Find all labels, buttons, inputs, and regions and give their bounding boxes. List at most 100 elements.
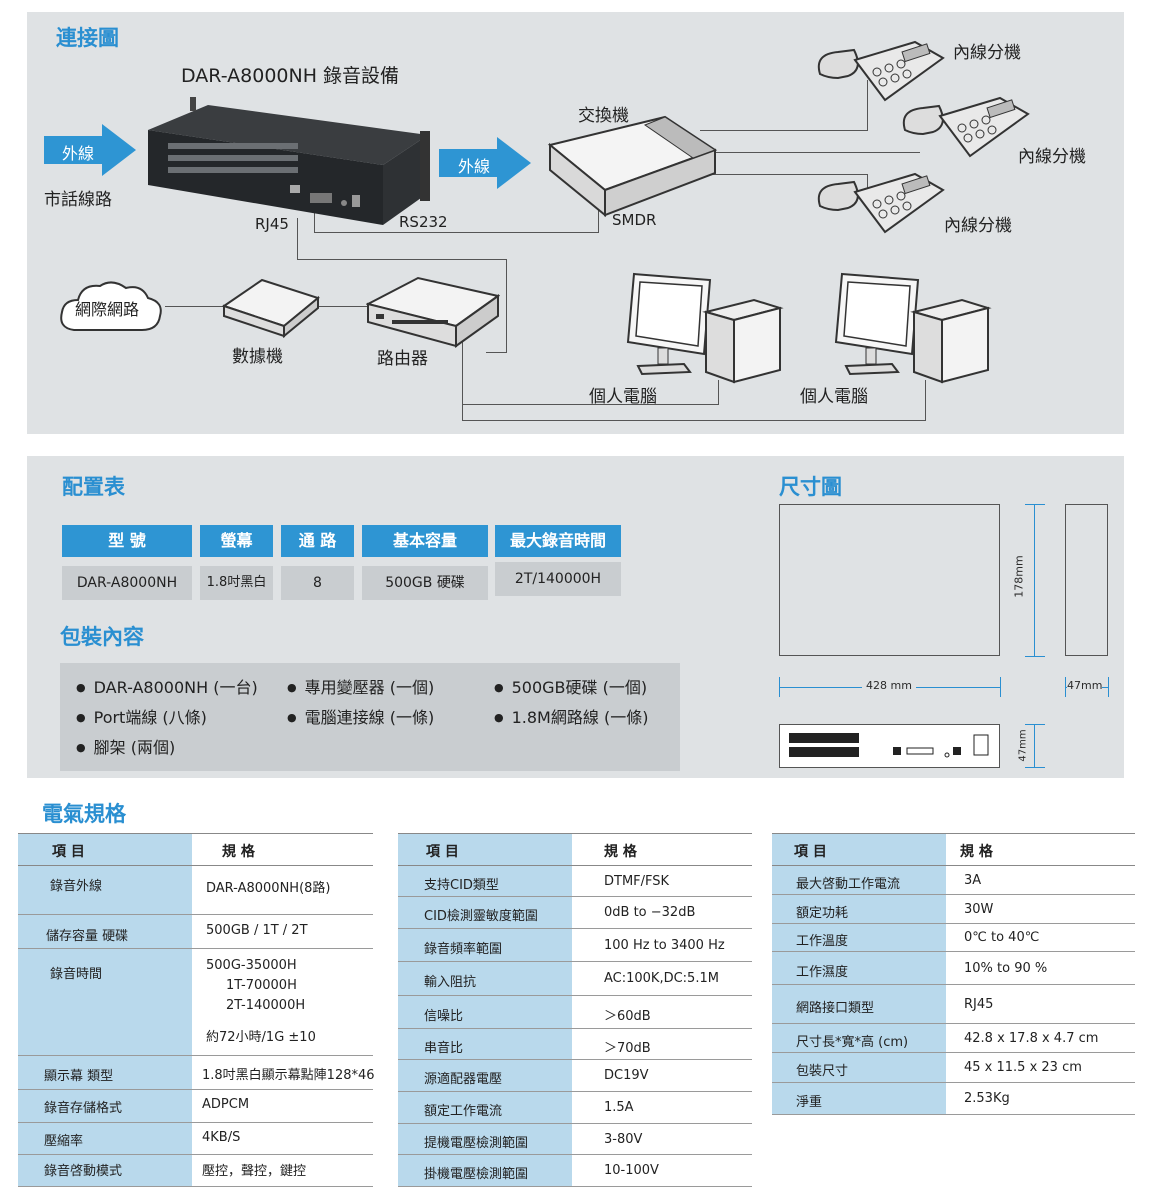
config-header-channels: 通 路	[281, 525, 354, 557]
wire-rj45-down	[297, 218, 298, 260]
outside-line-label-1: 外線	[62, 144, 95, 163]
package-title: 包裝內容	[60, 625, 144, 649]
spec-table-1-col-spec: 規 格	[222, 844, 255, 860]
spec-table-2-col-item: 項 目	[426, 844, 459, 860]
dimensions-side-view	[1065, 504, 1108, 656]
pc-label-2: 個人電腦	[800, 387, 868, 407]
spec-key: 壓縮率	[44, 1134, 84, 1149]
package-item: 電腦連接線 (一條)	[287, 704, 435, 728]
dimensions-side-label: 47mm	[1067, 679, 1103, 692]
pc-label-1: 個人電腦	[589, 387, 657, 407]
spec-key: 網路接口類型	[796, 1001, 875, 1016]
spec-table-3-col-spec: 規 格	[960, 844, 993, 860]
table-row	[398, 1029, 752, 1060]
pbx-label: 交換機	[578, 106, 629, 126]
router-icon	[365, 276, 501, 348]
pc-image-1	[624, 272, 784, 384]
table-row	[772, 1053, 1135, 1083]
spec-key: 源適配器電壓	[424, 1072, 503, 1087]
spec-value: DC19V	[604, 1068, 649, 1083]
table-row	[772, 866, 1135, 895]
internet-cloud	[56, 280, 168, 338]
config-value-max-time: 2T/140000H	[495, 562, 621, 596]
extension-label-3: 內線分機	[944, 216, 1012, 236]
spec-key: 輸入阻抗	[424, 975, 477, 990]
spec-value: 100 Hz to 3400 Hz	[604, 938, 725, 953]
front-panel-icon	[789, 733, 989, 758]
package-item: 腳架 (兩個)	[76, 734, 176, 758]
dimensions-height-bracket	[1020, 724, 1050, 768]
modem-image	[221, 276, 321, 339]
dimensions-depth-label: 178mm	[1012, 555, 1026, 598]
table-row	[772, 895, 1135, 924]
package-item: Port端線 (八條)	[76, 704, 207, 728]
table-row	[398, 1155, 752, 1187]
spec-value: ＞60dB	[604, 1009, 651, 1024]
table-row	[398, 1124, 752, 1155]
wire-pc1-up	[718, 380, 719, 405]
spec-table-1-col-item: 項 目	[52, 844, 85, 860]
wire-internet-modem	[165, 306, 225, 307]
spec-value: 45 x 11.5 x 23 cm	[964, 1060, 1082, 1075]
spec-key: 錄音存儲格式	[44, 1101, 123, 1116]
telephone-icon	[817, 172, 945, 234]
spec-key: 錄音啓動模式	[44, 1164, 123, 1179]
table-row	[18, 1090, 373, 1123]
arrow-right-icon	[44, 124, 136, 176]
telephone-icon	[902, 96, 1030, 158]
rj45-label: RJ45	[255, 215, 289, 233]
package-item: DAR-A8000NH (一台)	[76, 674, 258, 698]
electrical-title: 電氣規格	[42, 802, 126, 826]
pbx-image	[545, 115, 720, 220]
spec-key: 淨重	[796, 1095, 823, 1110]
wire-router-pc-down	[462, 340, 463, 421]
package-item: 500GB硬碟 (一個)	[494, 674, 648, 698]
table-row	[18, 1056, 373, 1090]
config-header-max-time: 最大錄音時間	[495, 525, 621, 557]
spec-value: 約72小時/1G ±10	[206, 1030, 316, 1045]
spec-value: 30W	[964, 902, 994, 917]
outside-line-label-2: 外線	[458, 157, 491, 176]
computer-icon	[834, 272, 992, 384]
pbx-icon	[547, 115, 718, 218]
spec-value: 2.53Kg	[964, 1091, 1010, 1106]
config-header-model: 型 號	[62, 525, 192, 557]
table-row	[18, 1123, 373, 1155]
wire-pbx-ext3	[705, 174, 868, 175]
table-row	[772, 1083, 1135, 1115]
wire-pc1-horizontal	[462, 404, 719, 405]
table-row	[398, 929, 752, 962]
dimensions-height-label: 47mm	[1017, 729, 1029, 762]
spec-key: 儲存容量 硬碟	[46, 929, 129, 944]
wire-pc-bottom	[462, 420, 926, 421]
table-row	[398, 1092, 752, 1124]
cloud-icon	[60, 281, 162, 331]
package-item: 1.8M網路線 (一條)	[494, 704, 649, 728]
wire-rs232-smdr	[314, 232, 598, 233]
spec-value: DTMF/FSK	[604, 874, 670, 889]
dimensions-depth-bracket	[1020, 504, 1050, 657]
config-title: 配置表	[62, 475, 125, 499]
config-value-screen: 1.8吋黑白	[200, 566, 273, 600]
spec-key: 錄音時間	[50, 967, 103, 982]
dimensions-title: 尺寸圖	[779, 475, 842, 499]
config-header-capacity: 基本容量	[362, 525, 488, 557]
wire-router-right	[486, 352, 507, 353]
spec-value: 3-80V	[604, 1132, 643, 1147]
spec-value: 42.8 x 17.8 x 4.7 cm	[964, 1031, 1099, 1046]
spec-value: AC:100K,DC:5.1M	[604, 971, 719, 986]
spec-value: 10% to 90 %	[964, 961, 1048, 976]
spec-value: 500GB / 1T / 2T	[206, 923, 308, 938]
spec-value: 0℃ to 40℃	[964, 930, 1040, 945]
spec-value: ADPCM	[202, 1097, 250, 1112]
extension-phone-1	[815, 38, 945, 108]
spec-value: 壓控，聲控，鍵控	[202, 1164, 307, 1179]
extension-phone-2	[900, 94, 1030, 164]
wire-rs232-down	[314, 205, 315, 233]
table-row	[398, 962, 752, 996]
spec-key: 顯示幕 類型	[44, 1069, 114, 1084]
outside-line-arrow-2	[439, 137, 531, 189]
rs232-label: RS232	[399, 213, 448, 231]
city-line-label: 市話線路	[44, 190, 112, 210]
